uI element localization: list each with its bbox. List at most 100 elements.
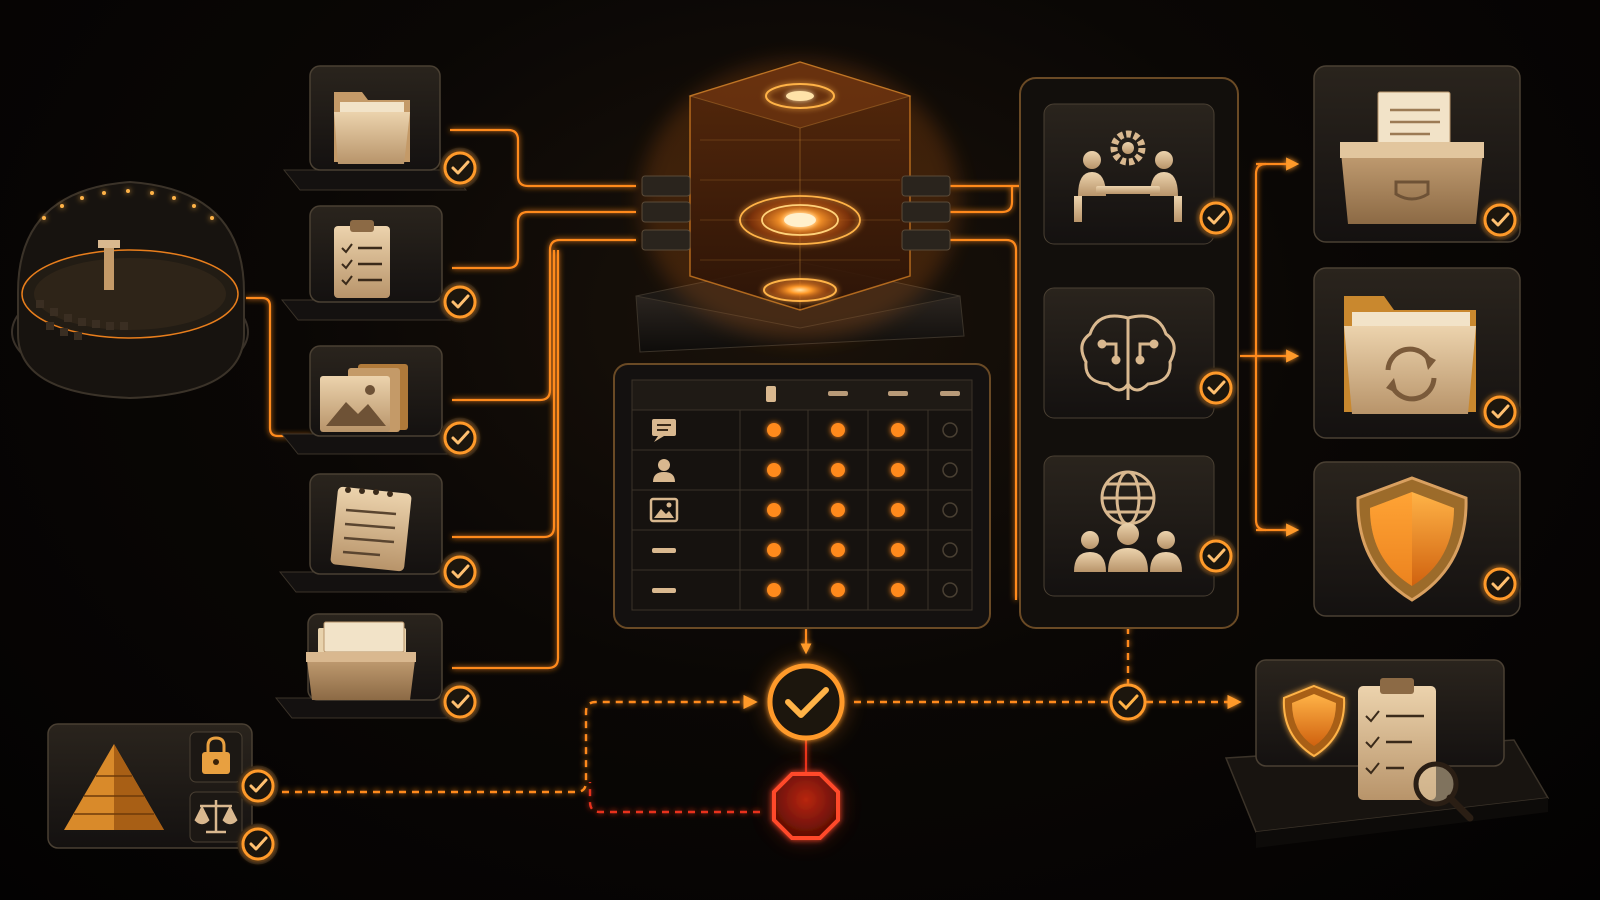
dashed-stop-loop (588, 782, 760, 814)
matrix-header-mark (766, 386, 776, 402)
matrix-dot-filled (767, 463, 781, 477)
clipboard-magnifier-icon (1358, 678, 1474, 822)
clipboard-checklist-icon (334, 220, 390, 298)
notepad-icon (330, 486, 412, 572)
input-clipboard-panel (280, 205, 468, 321)
dash-icon (652, 548, 676, 553)
check-badges (237, 147, 1521, 865)
pyramid-icon (64, 744, 164, 830)
brain-circuit-icon (1080, 314, 1176, 400)
output-archive-panel (1313, 65, 1521, 243)
check-badge-icon (439, 281, 481, 323)
team-gear-meeting-icon (1074, 130, 1182, 222)
glowing-data-cube-icon (635, 60, 965, 353)
output-shield-panel (1313, 461, 1521, 617)
core-output-ports (901, 175, 951, 251)
balance-scale-icon (194, 800, 238, 834)
matrix-dot-filled (891, 463, 905, 477)
matrix-dot-filled (767, 503, 781, 517)
check-circle-icon (764, 660, 848, 744)
check-badge-icon (1195, 197, 1237, 239)
matrix-row (631, 569, 973, 611)
matrix-header-mark (888, 391, 908, 396)
core-input-ports (641, 175, 691, 251)
check-badge-icon (1479, 199, 1521, 241)
matrix-dot-filled (767, 543, 781, 557)
connector-notepad-to-core (452, 250, 556, 539)
connector-core-out-3 (948, 238, 1018, 600)
chat-icon (652, 419, 676, 442)
image-icon (649, 497, 679, 523)
matrix-dot-empty (942, 502, 958, 518)
check-badge-icon (439, 147, 481, 189)
archive-box-icon (1340, 91, 1484, 224)
matrix-dot-filled (891, 583, 905, 597)
matrix-row (631, 529, 973, 571)
input-folder-panel (282, 65, 468, 191)
input-file-box-panel (274, 613, 466, 719)
input-image-stack-panel (280, 345, 468, 455)
policy-panel (47, 723, 253, 849)
validation-matrix (613, 363, 991, 629)
dashed-policy-to-check (282, 694, 758, 794)
output-bus (1254, 162, 1267, 532)
matrix-row (631, 489, 973, 531)
matrix-header-mark (940, 391, 960, 396)
audit-shield-icon (1282, 684, 1346, 758)
matrix-grid (631, 379, 973, 611)
matrix-row (631, 449, 973, 491)
file-box-icon (306, 621, 416, 700)
matrix-dot-filled (767, 583, 781, 597)
check-badge-icon (237, 765, 279, 807)
global-network-users-icon (1074, 470, 1182, 572)
connector-theater-to-images (246, 296, 312, 438)
stop-octagon-icon (772, 772, 840, 840)
connector-images-to-core (452, 238, 636, 402)
matrix-dot-filled (891, 423, 905, 437)
check-badge-icon (237, 823, 279, 865)
matrix-dot-filled (831, 463, 845, 477)
processing-column (1019, 77, 1239, 629)
folder-sync-icon (1344, 296, 1476, 414)
image-stack-icon (320, 364, 408, 432)
matrix-dot-filled (891, 543, 905, 557)
theater-arena-icon (11, 180, 249, 400)
audit-panel (1224, 659, 1550, 848)
connector-folder-to-core (450, 128, 636, 188)
matrix-row (631, 409, 973, 451)
matrix-dot-filled (831, 583, 845, 597)
connector-clipboard-to-core (452, 210, 636, 270)
matrix-dot-filled (831, 543, 845, 557)
matrix-dot-filled (831, 423, 845, 437)
matrix-dot-empty (942, 582, 958, 598)
team-panel (1043, 103, 1215, 245)
connector-core-out-2 (948, 186, 1014, 214)
matrix-dot-filled (831, 503, 845, 517)
matrix-dot-empty (942, 542, 958, 558)
connectors (246, 128, 1300, 772)
check-badge-icon (1195, 367, 1237, 409)
check-badge-icon (439, 417, 481, 459)
dash-icon (652, 588, 676, 593)
user-icon (653, 459, 675, 482)
matrix-header-row (631, 379, 973, 411)
check-badge-icon (1195, 535, 1237, 577)
matrix-dot-empty (942, 462, 958, 478)
connector-filebox-to-core (452, 250, 560, 670)
padlock-icon (202, 736, 230, 774)
shield-icon (1356, 476, 1468, 602)
dashed-mid-check-icon (1109, 683, 1147, 721)
input-notepad-panel (278, 473, 468, 593)
matrix-header-mark (828, 391, 848, 396)
check-badge-icon (439, 551, 481, 593)
matrix-dot-empty (942, 422, 958, 438)
check-badge-icon (1479, 563, 1521, 605)
matrix-dot-filled (767, 423, 781, 437)
output-folder-sync-panel (1313, 267, 1521, 439)
folder-icon (334, 92, 410, 164)
matrix-dot-filled (891, 503, 905, 517)
check-badge-icon (439, 681, 481, 723)
check-badge-icon (1479, 391, 1521, 433)
